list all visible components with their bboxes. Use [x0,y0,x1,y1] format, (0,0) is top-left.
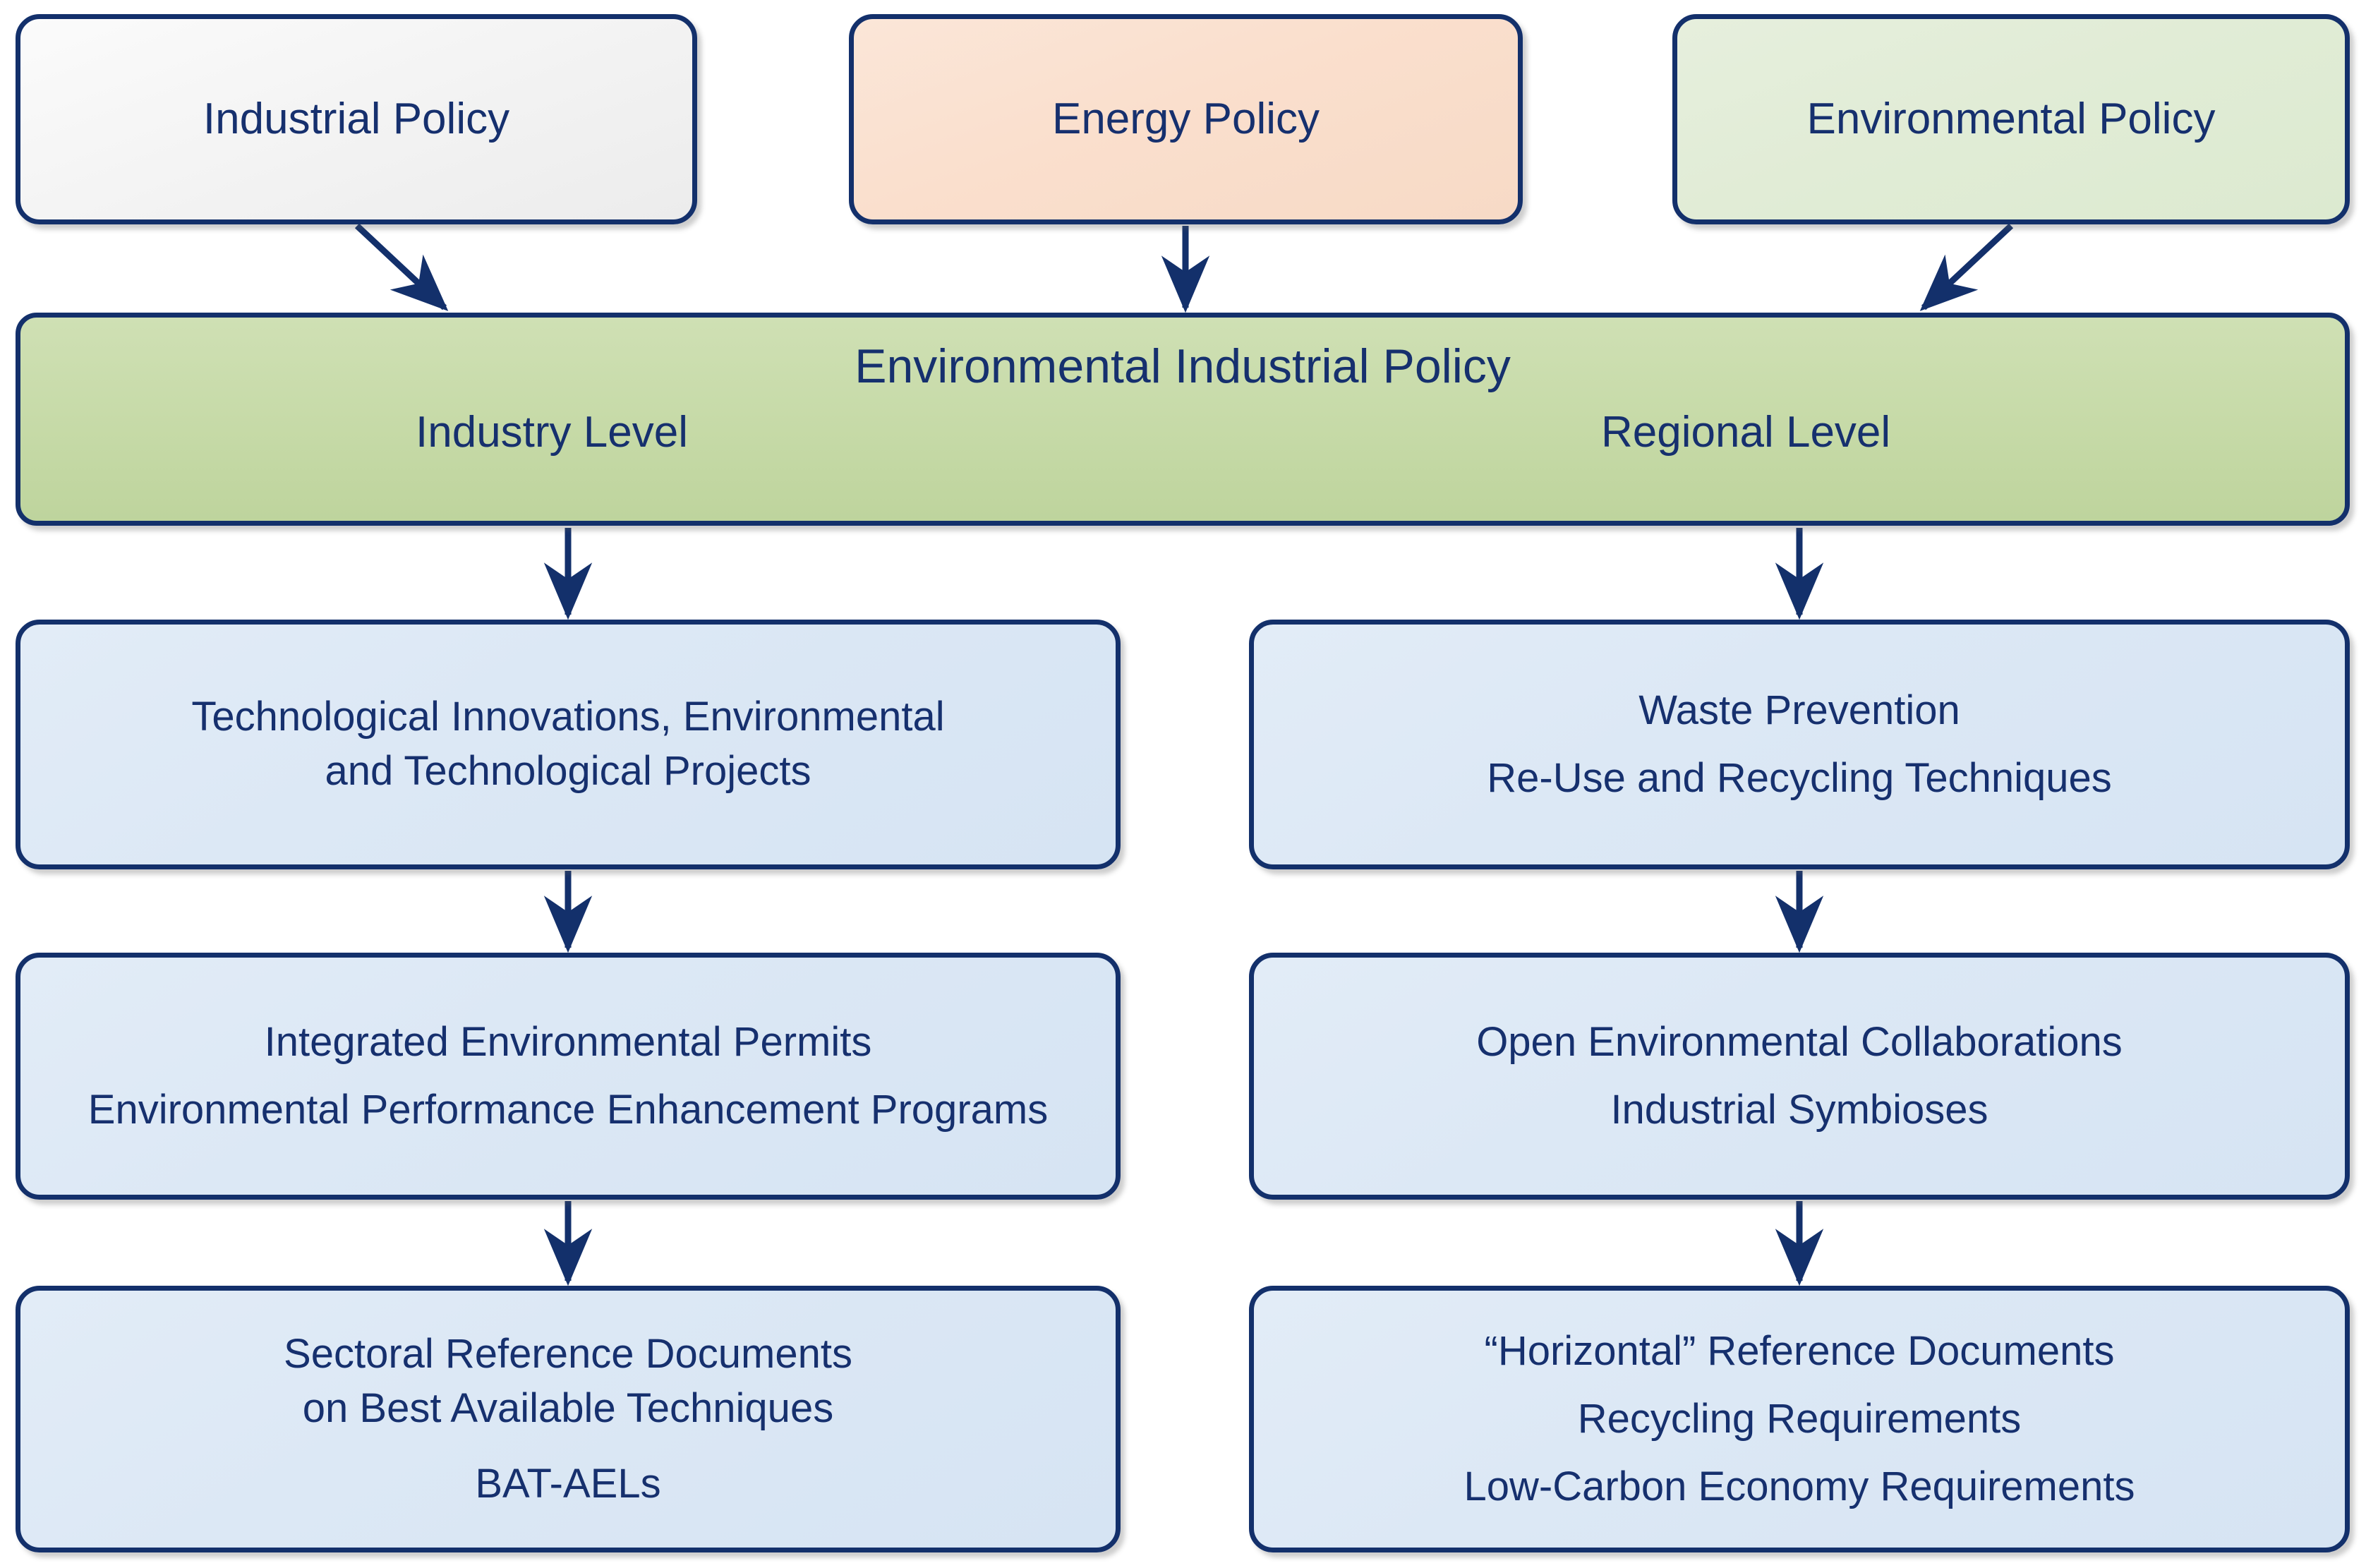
node-horizontal-refdocs-line-3: Low-Carbon Economy Requirements [1463,1464,2135,1510]
node-tech-innovations-line-2: and Technological Projects [325,748,811,795]
node-energy-policy-label: Energy Policy [1051,95,1320,144]
node-integrated-permits[interactable]: Integrated Environmental Permits Environ… [16,953,1121,1200]
node-tech-innovations[interactable]: Technological Innovations, Environmental… [16,620,1121,869]
node-tech-innovations-line-1: Technological Innovations, Environmental [191,694,945,740]
node-waste-prevention-line-1: Waste Prevention [1638,687,1960,733]
node-industrial-policy-label: Industrial Policy [203,95,510,144]
band-level-regional: Regional Level [1601,407,1891,457]
node-environmental-industrial-policy[interactable]: Environmental Industrial Policy Industry… [16,313,2350,526]
node-sectoral-refdocs-line-2: on Best Available Techniques [302,1385,834,1432]
node-open-collabs-line-1: Open Environmental Collaborations [1476,1018,2123,1065]
node-energy-policy[interactable]: Energy Policy [849,14,1523,224]
node-open-collabs-line-2: Industrial Symbioses [1610,1087,1988,1133]
node-integrated-permits-line-2: Environmental Performance Enhancement Pr… [87,1087,1049,1133]
node-sectoral-refdocs-line-1: Sectoral Reference Documents [284,1331,852,1377]
node-horizontal-refdocs[interactable]: “Horizontal” Reference Documents Recycli… [1249,1286,2350,1552]
node-sectoral-refdocs-line-3: BAT-AELs [475,1460,661,1507]
node-open-collabs[interactable]: Open Environmental Collaborations Indust… [1249,953,2350,1200]
connector-industrial-policy-to-band [354,223,449,311]
node-environmental-policy-label: Environmental Policy [1806,95,2216,144]
node-waste-prevention-line-2: Re-Use and Recycling Techniques [1487,755,2112,802]
node-sectoral-refdocs[interactable]: Sectoral Reference Documents on Best Ava… [16,1286,1121,1552]
band-levels: Industry Level Regional Level [20,400,2345,468]
connector-environmental-policy-to-band [1919,223,2014,311]
band-level-industry: Industry Level [416,407,688,457]
band-title: Environmental Industrial Policy [855,339,1511,393]
node-industrial-policy[interactable]: Industrial Policy [16,14,697,224]
node-integrated-permits-line-1: Integrated Environmental Permits [264,1018,872,1065]
node-horizontal-refdocs-line-1: “Horizontal” Reference Documents [1484,1327,2115,1374]
node-environmental-policy[interactable]: Environmental Policy [1672,14,2350,224]
node-waste-prevention[interactable]: Waste Prevention Re-Use and Recycling Te… [1249,620,2350,869]
node-horizontal-refdocs-line-2: Recycling Requirements [1577,1395,2022,1442]
